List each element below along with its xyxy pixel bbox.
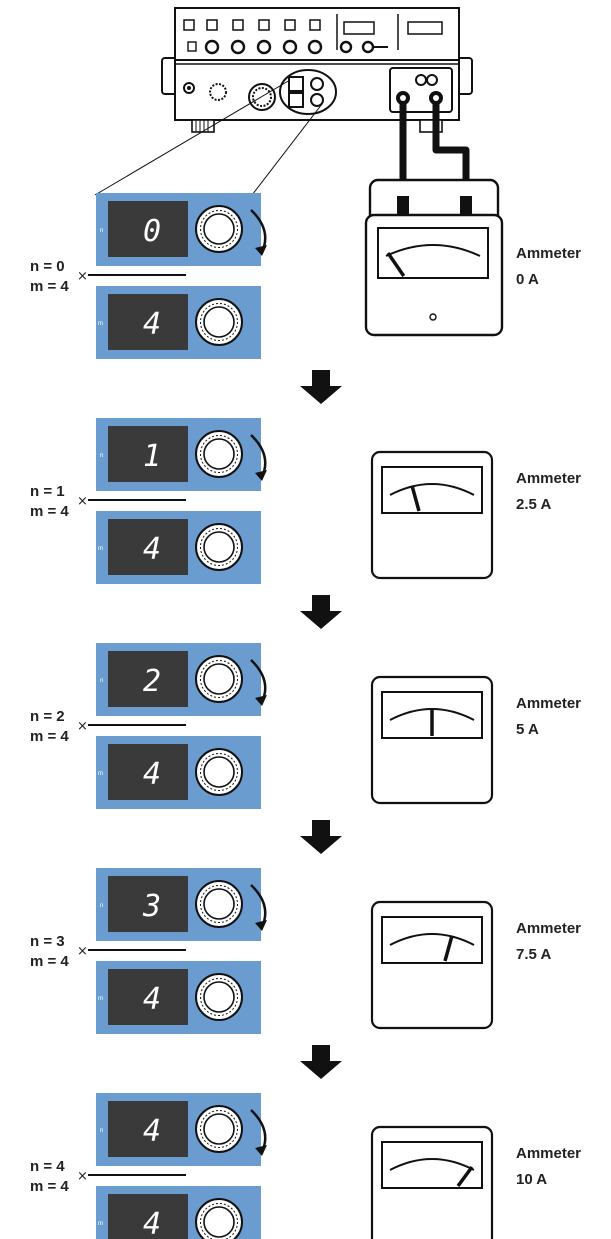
times-sign: × xyxy=(77,944,88,959)
ammeter-current: 7.5 A xyxy=(516,946,551,963)
n-digit: 3 xyxy=(142,889,161,924)
down-arrow-icon xyxy=(300,820,342,854)
m-digit-display xyxy=(108,744,188,800)
n-label: n = 2 xyxy=(30,708,65,725)
m-panel-mark: m xyxy=(98,1221,103,1227)
arrowhead-icon xyxy=(255,1145,267,1156)
ammeter-current: 2.5 A xyxy=(516,496,551,513)
dial-scale-arc xyxy=(385,244,481,257)
ammeter-current: 0 A xyxy=(516,271,539,288)
ammeter-dial xyxy=(381,466,483,514)
m-digit: 4 xyxy=(143,757,161,792)
m-knob-icon[interactable] xyxy=(195,973,243,1021)
m-digit: 4 xyxy=(143,532,161,567)
dial-scale-arc xyxy=(389,1158,475,1171)
test-lead-right xyxy=(432,104,470,198)
n-label: n = 1 xyxy=(30,483,65,500)
ammeter-current: 10 A xyxy=(516,1171,547,1188)
n-knob-icon[interactable] xyxy=(195,205,243,253)
n-panel-mark: n xyxy=(100,453,103,459)
m-label: m = 4 xyxy=(30,728,69,745)
n-digit: 2 xyxy=(143,664,161,699)
m-panel-mark: m xyxy=(98,996,103,1002)
n-digit-display xyxy=(108,201,188,257)
down-arrow-icon xyxy=(300,370,342,404)
ammeter-needle xyxy=(456,1165,474,1188)
ammeter-label: Ammeter xyxy=(516,245,581,262)
step-2: n 2 × n = 2 m = 4 m 4 Ammeter 5 A xyxy=(30,643,581,854)
m-knob-icon[interactable] xyxy=(195,748,243,796)
n-digit: 1 xyxy=(143,439,161,474)
arrowhead-icon xyxy=(255,920,267,931)
ammeter-dial xyxy=(377,227,489,279)
n-knob-icon[interactable] xyxy=(195,430,243,478)
ammeter-needle xyxy=(410,485,421,512)
ammeter-needle xyxy=(386,252,406,277)
m-knob-icon[interactable] xyxy=(195,1198,243,1239)
dial-scale-arc xyxy=(389,933,475,946)
ammeter-needle xyxy=(443,935,454,962)
n-label: n = 3 xyxy=(30,933,65,950)
zoom-line xyxy=(251,103,323,196)
m-panel-mark: m xyxy=(98,546,103,552)
m-digit-display xyxy=(108,1194,188,1239)
n-digit-display xyxy=(108,426,188,482)
n-digit-display xyxy=(108,1101,188,1157)
dial-scale-arc xyxy=(389,483,475,496)
n-panel-mark: n xyxy=(100,1128,103,1134)
m-digit: 4 xyxy=(143,307,161,342)
m-label: m = 4 xyxy=(30,953,69,970)
ammeter-dial xyxy=(381,916,483,964)
power-supply-front-panel xyxy=(161,7,473,133)
times-sign: × xyxy=(77,1169,88,1184)
n-panel-mark: n xyxy=(100,678,103,684)
n-panel-mark: n xyxy=(100,228,103,234)
m-panel-mark: m xyxy=(98,321,103,327)
step-0: n 0 × n = 0 m = 4 m 4 Ammeter 0 A xyxy=(30,193,581,404)
m-digit-display xyxy=(108,969,188,1025)
arrowhead-icon xyxy=(255,470,267,481)
m-knob-icon[interactable] xyxy=(195,523,243,571)
n-panel-mark: n xyxy=(100,903,103,909)
times-sign: × xyxy=(77,719,88,734)
ammeter-label: Ammeter xyxy=(516,920,581,937)
zoom-line xyxy=(94,79,291,196)
arrowhead-icon xyxy=(255,245,267,256)
n-knob-icon[interactable] xyxy=(195,880,243,928)
m-label: m = 4 xyxy=(30,503,69,520)
down-arrow-icon xyxy=(300,1045,342,1079)
arrowhead-icon xyxy=(255,695,267,706)
n-digit-display xyxy=(108,651,188,707)
n-digit: 4 xyxy=(143,1114,161,1149)
times-sign: × xyxy=(77,494,88,509)
m-label: m = 4 xyxy=(30,278,69,295)
ammeter-label: Ammeter xyxy=(516,1145,581,1162)
n-label: n = 0 xyxy=(30,258,65,275)
step-1: n 1 × n = 1 m = 4 m 4 Ammeter 2.5 A xyxy=(30,418,581,629)
m-label: m = 4 xyxy=(30,1178,69,1195)
m-digit: 4 xyxy=(143,982,161,1017)
n-knob-icon[interactable] xyxy=(195,1105,243,1153)
n-digit-display xyxy=(108,876,188,932)
n-digit: 0 xyxy=(143,214,161,249)
n-knob-icon[interactable] xyxy=(195,655,243,703)
times-sign: × xyxy=(77,269,88,284)
ammeter-dial xyxy=(381,1141,483,1189)
m-digit-display xyxy=(108,519,188,575)
ammeter-label: Ammeter xyxy=(516,695,581,712)
m-digit: 4 xyxy=(143,1207,161,1239)
ammeter-current: 5 A xyxy=(516,721,539,738)
step-3: n 3 × n = 3 m = 4 m 4 Ammeter 7.5 A xyxy=(30,868,581,1079)
down-arrow-icon xyxy=(300,595,342,629)
ammeter-label: Ammeter xyxy=(516,470,581,487)
m-panel-mark: m xyxy=(98,771,103,777)
m-digit-display xyxy=(108,294,188,350)
m-knob-icon[interactable] xyxy=(195,298,243,346)
n-label: n = 4 xyxy=(30,1158,65,1175)
